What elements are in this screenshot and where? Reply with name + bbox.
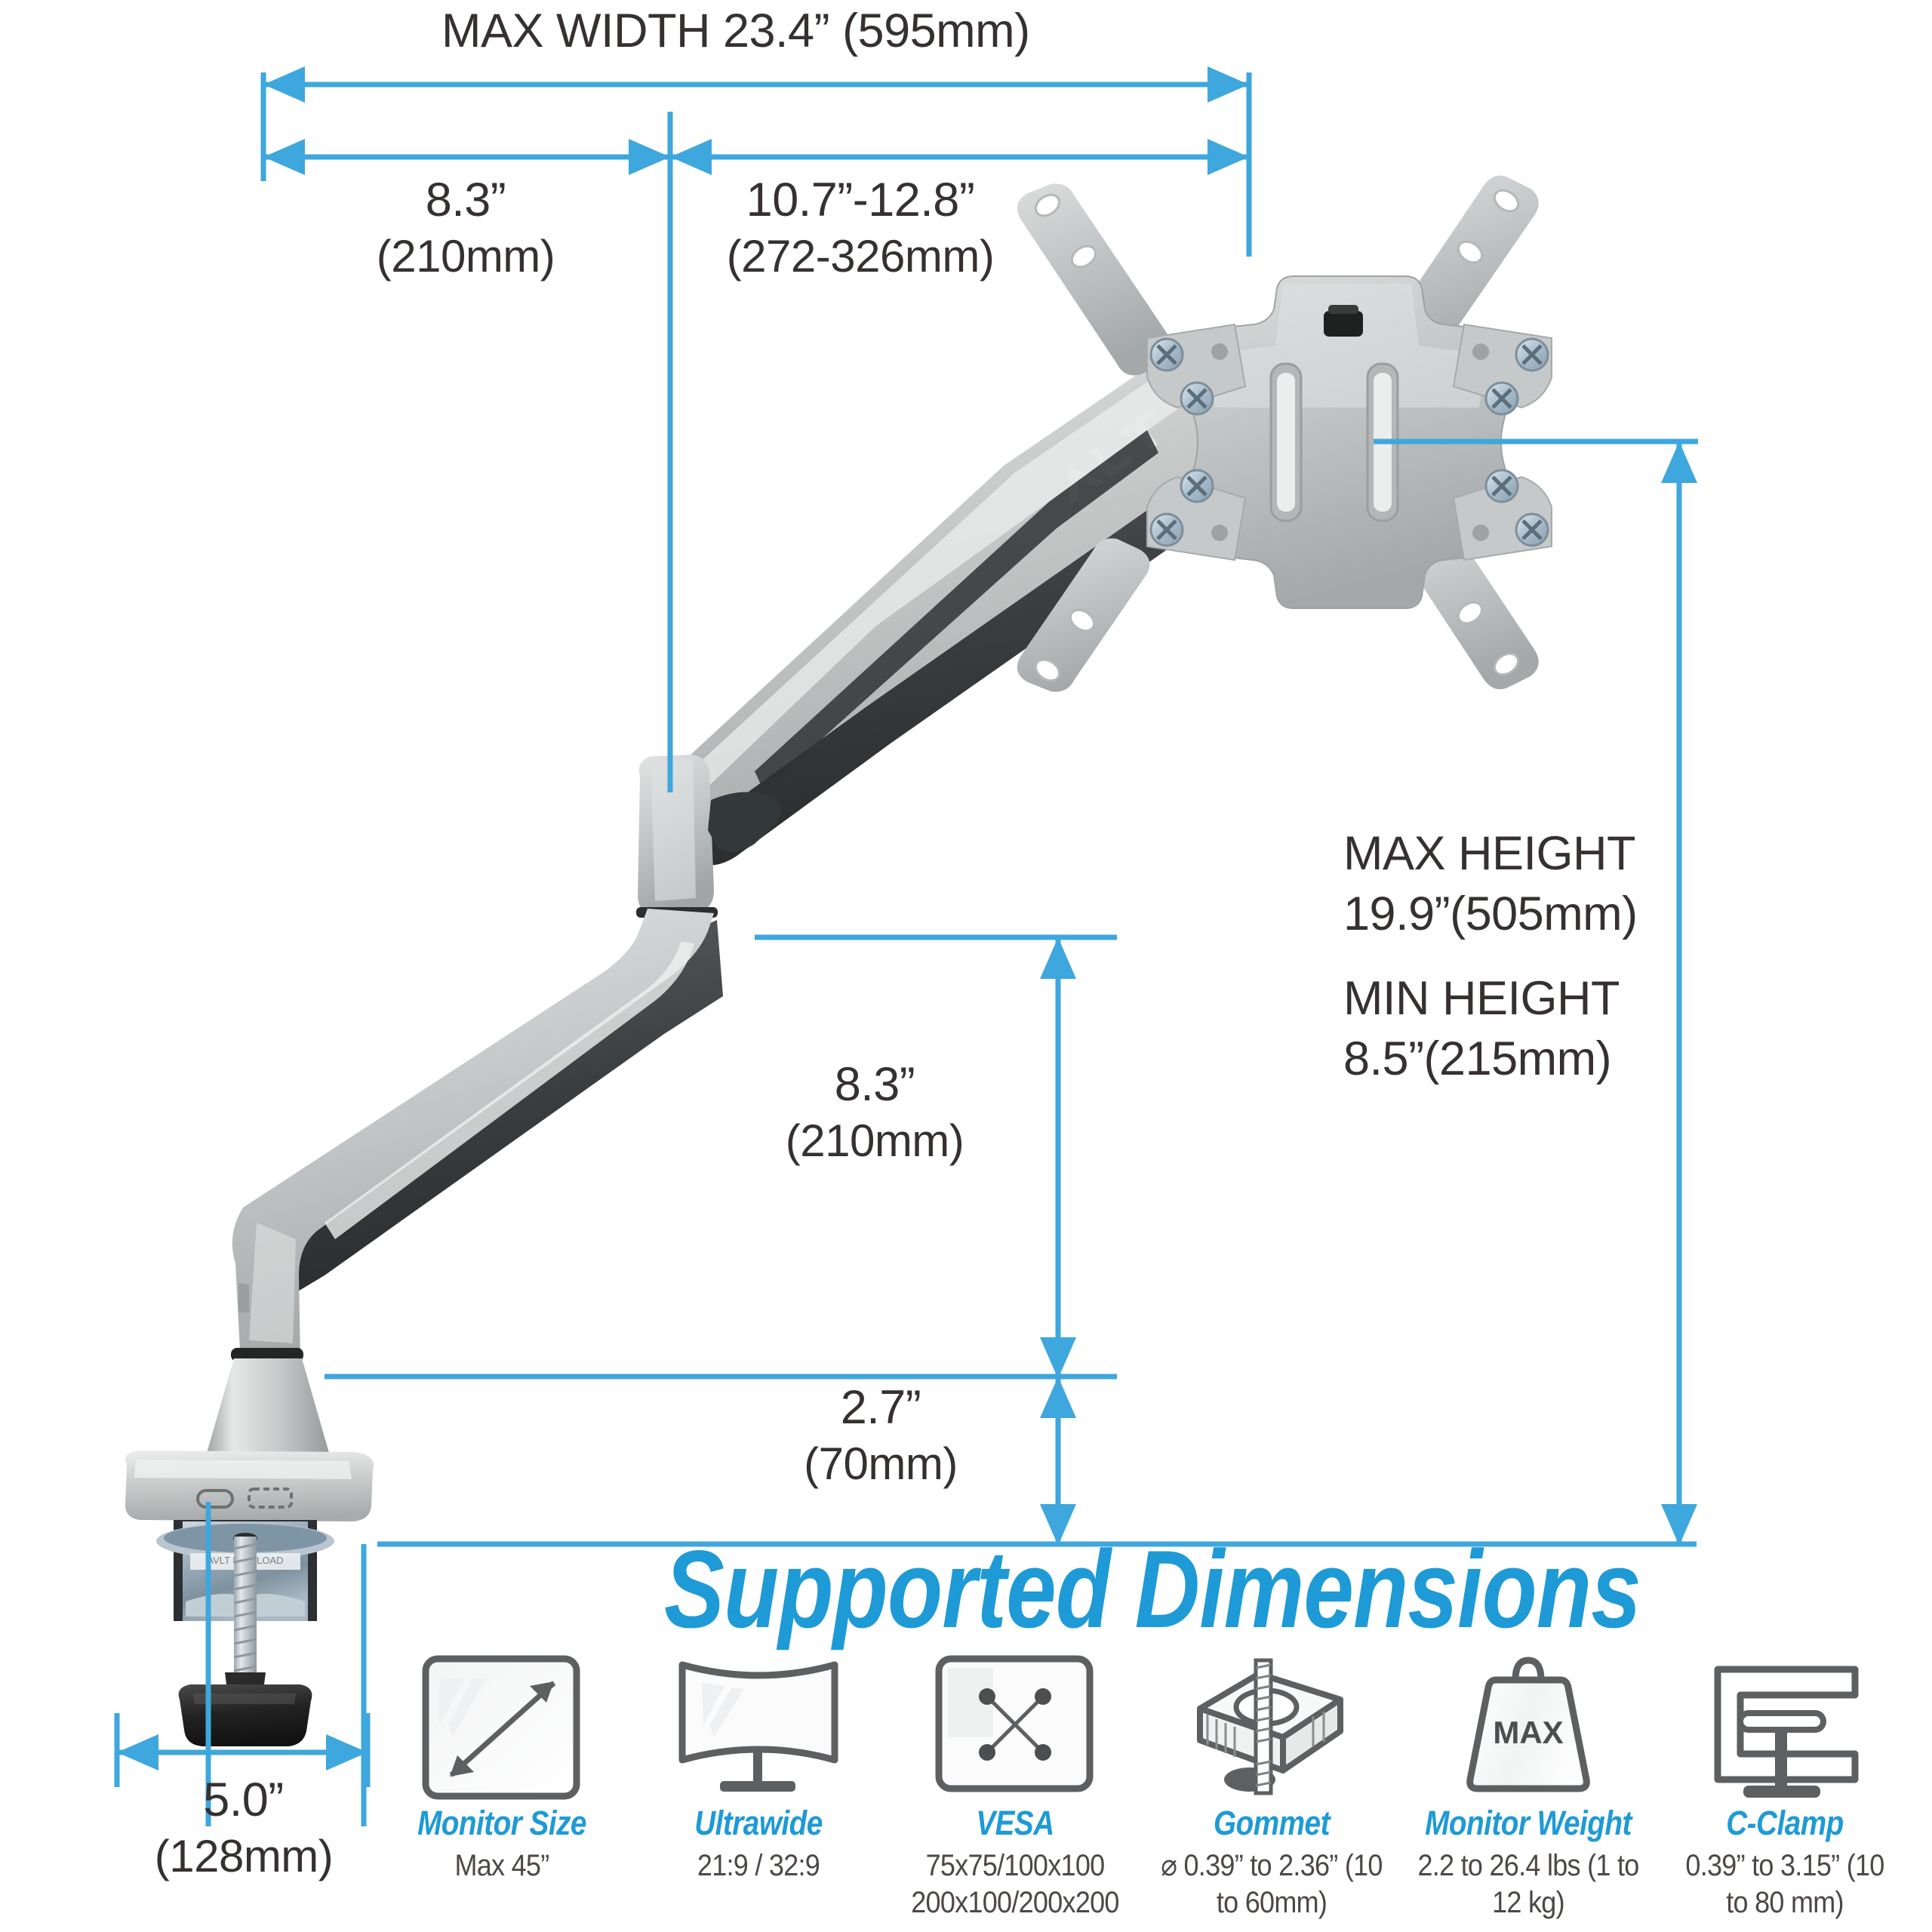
arrow-right-83 <box>629 139 670 175</box>
grommet-mount-icon <box>1147 1653 1396 1804</box>
feature-c-clamp: C-Clamp 0.39” to 3.15” (10 to 80 mm) <box>1660 1653 1909 1921</box>
arrow-down-lowheight <box>1040 1504 1076 1546</box>
vesa-arm-top-left <box>1017 183 1174 376</box>
dim-extension-mm-label: (272-326mm) <box>726 231 995 281</box>
dim-low-height-inches-label: 2.7” <box>840 1381 921 1434</box>
feature-sub: 0.39” to 3.15” (10 to 80 mm) <box>1685 1849 1884 1919</box>
arrow-right-maxwidth <box>1208 66 1249 103</box>
feature-sub: Max 45” <box>454 1849 549 1882</box>
feature-sub: 21:9 / 32:9 <box>697 1849 820 1882</box>
vesa-mount-head <box>1017 175 1552 692</box>
feature-sub: 2.2 to 26.4 lbs (1 to 12 kg) <box>1417 1849 1639 1919</box>
monitor-size-icon <box>377 1653 626 1804</box>
feature-gommet: Gommet ⌀ 0.39” to 2.36” (10 to 60mm) <box>1147 1653 1396 1921</box>
dim-mid-height-inches-label: 8.3” <box>834 1058 915 1111</box>
ultrawide-monitor-icon <box>634 1653 883 1804</box>
page-title: Supported Dimensions <box>664 1527 1641 1651</box>
feature-title: Monitor Weight <box>1425 1804 1632 1842</box>
feature-title: C-Clamp <box>1726 1804 1844 1842</box>
weight-max-icon: MAX <box>1404 1653 1653 1804</box>
arrow-right-basewidth <box>326 1734 368 1770</box>
min-height-title: MIN HEIGHT <box>1343 972 1620 1025</box>
arrow-up-maxheight <box>1661 441 1697 483</box>
c-clamp-icon <box>1660 1653 1909 1804</box>
dim-mid-height-mm-label: (210mm) <box>785 1115 964 1166</box>
weight-badge-text: MAX <box>1493 1715 1563 1750</box>
arrow-up-midheight <box>1040 937 1076 979</box>
base-width-mm-label: (128mm) <box>154 1831 334 1881</box>
feature-sub: ⌀ 0.39” to 2.36” (10 to 60mm) <box>1161 1849 1383 1919</box>
lower-arm <box>232 909 723 1358</box>
feature-title: Monitor Size <box>417 1804 586 1842</box>
feature-title: Gommet <box>1214 1804 1330 1842</box>
vesa-pattern-icon <box>891 1653 1140 1804</box>
arrow-left-basewidth <box>117 1734 158 1770</box>
vesa-arm-bottom-left <box>1017 538 1150 692</box>
dim-low-height-mm-label: (70mm) <box>804 1438 958 1489</box>
dim-8-3-mm-label: (210mm) <box>376 231 555 281</box>
base-width-inches-label: 5.0” <box>203 1774 284 1826</box>
dim-8-3-inches-label: 8.3” <box>425 174 506 226</box>
arrow-left-ext <box>670 139 712 175</box>
min-height-value: 8.5”(215mm) <box>1343 1032 1612 1085</box>
arrow-down-maxheight <box>1661 1504 1697 1546</box>
arrow-left-83 <box>263 139 305 175</box>
feature-monitor-weight: MAX Monitor Weight 2.2 to 26.4 lbs (1 to… <box>1404 1653 1653 1921</box>
arrow-right-ext <box>1208 139 1249 175</box>
feature-ultrawide: Ultrawide 21:9 / 32:9 <box>634 1653 883 1884</box>
max-height-value: 19.9”(505mm) <box>1343 888 1638 940</box>
feature-title: VESA <box>976 1804 1054 1842</box>
feature-monitor-size: Monitor Size Max 45” <box>377 1653 626 1884</box>
max-height-title: MAX HEIGHT <box>1343 827 1636 880</box>
feature-title: Ultrawide <box>694 1804 823 1842</box>
vesa-screws <box>1149 337 1549 547</box>
arrow-down-midheight <box>1040 1337 1076 1379</box>
arrow-left-maxwidth <box>263 66 305 103</box>
dim-extension-inches-label: 10.7”-12.8” <box>746 174 975 226</box>
max-width-label: MAX WIDTH 23.4” (595mm) <box>441 5 1030 57</box>
desk-clamp-base: AVLT MAX LOAD <box>125 1348 374 1746</box>
feature-vesa: VESA 75x75/100x100 200x100/200x200 <box>891 1653 1140 1921</box>
upper-arm <box>636 346 1239 918</box>
feature-sub: 75x75/100x100 200x100/200x200 <box>911 1849 1119 1919</box>
arrow-up-lowheight <box>1040 1377 1076 1418</box>
